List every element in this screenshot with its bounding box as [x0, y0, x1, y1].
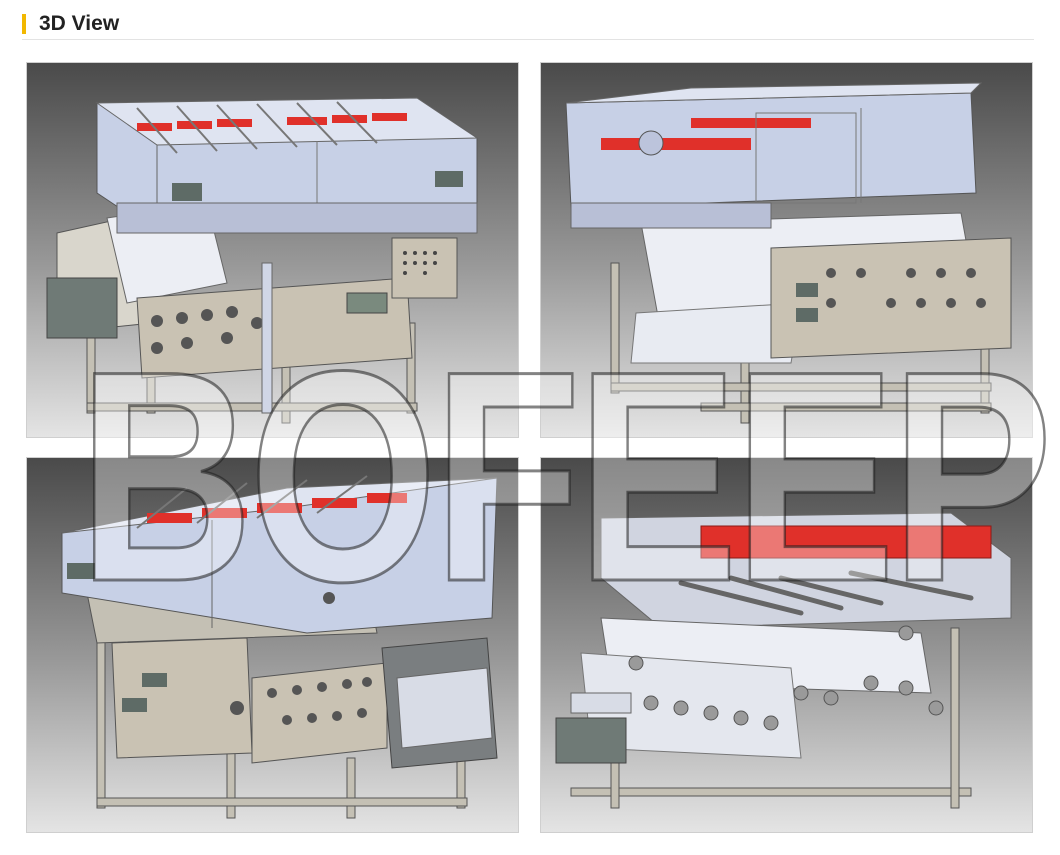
view-image-rear-left	[26, 457, 519, 833]
section-header: 3D View	[22, 10, 1034, 40]
section-title: 3D View	[39, 12, 120, 35]
view-image-front-left	[26, 62, 519, 438]
header-divider	[22, 39, 1034, 40]
header-accent-bar	[22, 14, 26, 34]
view-image-internal-cutaway	[540, 457, 1033, 833]
view-image-side-right	[540, 62, 1033, 438]
